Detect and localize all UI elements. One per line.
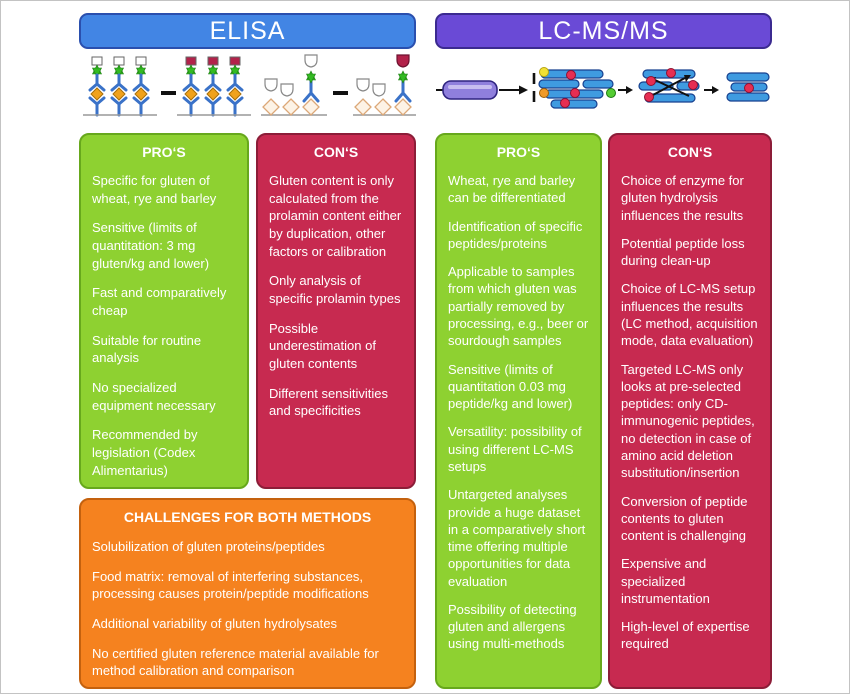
panel-item: Potential peptide loss during clean-up: [621, 235, 745, 269]
panel-item: Different sensitivities and specificitie…: [269, 385, 388, 419]
elisa-title: ELISA: [79, 13, 416, 49]
lcms-cons-panel: CON‘S Choice of enzyme for gluten hydrol…: [608, 133, 772, 689]
panel-item: Choice of LC-MS setup influences the res…: [621, 281, 758, 349]
panel-item: Sensitive (limits of quantitation: 3 mg …: [92, 220, 210, 271]
reaction-dash-icon: [333, 91, 348, 95]
panel-item: Specific for gluten of wheat, rye and ba…: [92, 173, 217, 206]
reaction-dash-icon: [161, 91, 176, 95]
arrow-icon: [704, 86, 719, 94]
arrow-icon: [618, 86, 633, 94]
panel-item: Food matrix: removal of interfering subs…: [92, 568, 369, 602]
detected-peptide-icon: [726, 72, 770, 102]
peptide-mixture-icon: [538, 67, 616, 109]
arrow-icon: [499, 85, 528, 95]
panel-header: CHALLENGES FOR BOTH METHODS: [123, 509, 372, 525]
panel-item: Expensive and specialized instrumentatio…: [621, 556, 710, 606]
panel-item: Suitable for routine analysis: [92, 332, 202, 366]
elisa-schematic-icon: [83, 54, 416, 117]
panel-item: Possible underestimation of gluten conte…: [269, 320, 376, 372]
panel-header: CON‘S: [667, 144, 713, 160]
lcms-workflow-icon: [436, 67, 770, 109]
competitive-elisa-before-icon: [261, 54, 327, 116]
panel-item: Untargeted analyses provide a huge datas…: [448, 487, 586, 589]
panel-item: Conversion of peptide contents to gluten…: [621, 493, 748, 544]
elisa-cons-panel: CON‘S Gluten content is only calculated …: [256, 133, 416, 489]
panel-item: Fast and comparatively cheap: [92, 285, 227, 319]
panel-item: Choice of enzyme for gluten hydrolysis i…: [621, 173, 744, 223]
panel-item: Targeted LC-MS only looks at pre-selecte…: [621, 361, 755, 481]
panel-item: Recommended by legislation (Codex Alimen…: [92, 427, 198, 478]
panel-item: Gluten content is only calculated from t…: [269, 173, 402, 259]
panel-header: PRO‘S: [496, 144, 541, 160]
elisa-title-label: ELISA: [209, 16, 286, 45]
panel-item: No certified gluten reference material a…: [92, 645, 379, 679]
panel-header: CON‘S: [313, 144, 359, 160]
panel-item: Applicable to samples from which gluten …: [448, 264, 589, 349]
elisa-pros-panel: PRO‘S Specific for gluten of wheat, rye …: [79, 133, 249, 489]
panel-item: Solubilization of gluten proteins/peptid…: [92, 539, 325, 554]
panel-item: Identification of specific peptides/prot…: [448, 218, 583, 251]
challenges-panel: CHALLENGES FOR BOTH METHODS Solubilizati…: [79, 498, 416, 689]
panel-item: Possibility of detecting gluten and alle…: [448, 601, 577, 652]
sandwich-elisa-after-icon: [177, 55, 251, 117]
lc-column-icon: [436, 80, 498, 100]
panel-item: Sensitive (limits of quantitation 0.03 m…: [448, 361, 573, 412]
panel-item: Versatility: possibility of using differ…: [448, 424, 582, 474]
panel-header: PRO‘S: [142, 144, 186, 160]
ms-fragmentation-icon: [638, 68, 700, 103]
lcms-title-label: LC-MS/MS: [538, 16, 669, 45]
competitive-elisa-after-icon: [353, 54, 416, 116]
panel-item: Additional variability of gluten hydroly…: [92, 616, 337, 632]
panel-item: Wheat, rye and barley can be differentia…: [448, 173, 576, 206]
panel-item: Only analysis of specific prolamin types: [269, 273, 401, 307]
sandwich-elisa-before-icon: [83, 55, 157, 117]
lcms-pros-panel: PRO‘S Wheat, rye and barley can be diffe…: [435, 133, 602, 689]
panel-item: No specialized equipment necessary: [92, 380, 216, 413]
panel-item: High-level of expertise required: [621, 619, 750, 652]
lcms-title: LC-MS/MS: [435, 13, 772, 49]
